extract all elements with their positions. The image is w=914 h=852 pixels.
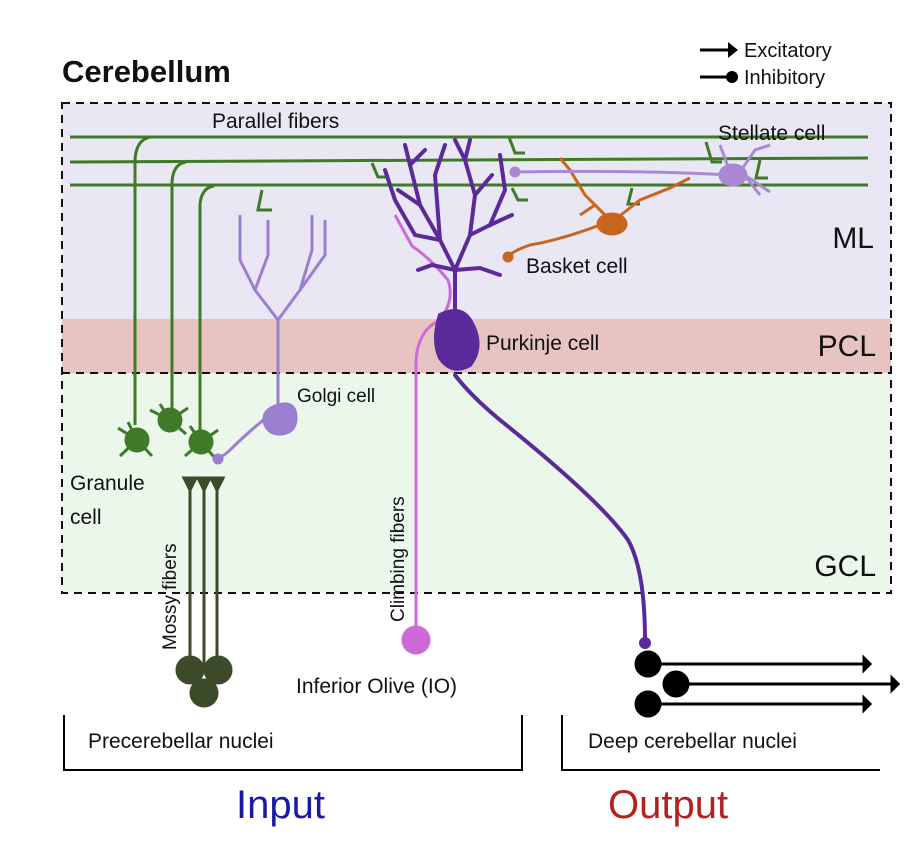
granule-axon bbox=[133, 135, 151, 425]
dcn-neuron bbox=[634, 650, 662, 678]
synapse-hook bbox=[256, 189, 272, 212]
nuclei-brackets bbox=[63, 715, 880, 771]
basket-cell bbox=[502, 157, 691, 263]
precerebellar-neuron bbox=[189, 678, 219, 708]
precerebellar-neuron bbox=[203, 655, 233, 685]
input-label: Input bbox=[236, 783, 325, 827]
precerebellar-nuclei-label: Precerebellar nuclei bbox=[88, 730, 274, 753]
excitatory-terminal bbox=[195, 476, 213, 494]
granule-cell-label-line1: Granule bbox=[70, 472, 145, 495]
output-terminal bbox=[890, 674, 901, 694]
output-terminal bbox=[862, 654, 873, 674]
mossy-fibers bbox=[175, 476, 233, 708]
granule-cell bbox=[117, 421, 154, 458]
climbing-fibers-label: Climbing fibers bbox=[388, 496, 409, 622]
stellate-cell bbox=[509, 143, 771, 196]
parallel-fibers-label: Parallel fibers bbox=[212, 110, 339, 133]
golgi-cell-label: Golgi cell bbox=[297, 386, 375, 407]
legend: Excitatory Inhibitory bbox=[700, 40, 832, 89]
synapse-hook bbox=[370, 162, 386, 179]
precerebellar-bracket bbox=[63, 715, 523, 771]
dcn-neuron bbox=[634, 690, 662, 718]
parallel-fiber bbox=[69, 156, 869, 164]
output-terminal bbox=[862, 694, 873, 714]
purkinje-cell-label: Purkinje cell bbox=[486, 332, 599, 355]
granule-cell bbox=[149, 403, 189, 436]
legend-excitatory-label: Excitatory bbox=[744, 40, 832, 62]
ml-layer-label: ML bbox=[832, 222, 874, 255]
granule-cell-label-line2: cell bbox=[70, 506, 102, 529]
precerebellar-neuron bbox=[175, 655, 205, 685]
deep-cerebellar-nuclei-label: Deep cerebellar nuclei bbox=[588, 730, 797, 753]
synapse-hook bbox=[754, 159, 768, 180]
pcl-layer-label: PCL bbox=[818, 330, 876, 363]
granule-cell bbox=[184, 425, 219, 459]
purkinje-cell bbox=[383, 138, 651, 649]
granule-cells bbox=[117, 403, 219, 459]
output-label: Output bbox=[608, 783, 728, 827]
granule-axons bbox=[133, 135, 215, 438]
climbing-fiber bbox=[393, 214, 452, 655]
deep-nuclei-bracket bbox=[561, 715, 880, 771]
synapse-hook bbox=[510, 187, 528, 202]
inferior-olive-label: Inferior Olive (IO) bbox=[296, 675, 457, 698]
stellate-cell-label: Stellate cell bbox=[718, 122, 825, 145]
synapse-hook bbox=[704, 141, 722, 164]
excitatory-legend-icon bbox=[728, 42, 738, 58]
golgi-cell bbox=[212, 215, 327, 465]
granule-axon bbox=[170, 160, 187, 412]
synapse-hook bbox=[507, 136, 525, 155]
deep-nuclei-neurons bbox=[634, 650, 901, 718]
dcn-neuron bbox=[662, 670, 690, 698]
gcl-layer-label: GCL bbox=[814, 550, 876, 583]
inhibitory-legend-icon bbox=[726, 71, 738, 83]
granule-axon bbox=[198, 184, 215, 438]
excitatory-terminal bbox=[208, 476, 226, 494]
basket-cell-label: Basket cell bbox=[526, 255, 628, 278]
excitatory-terminal bbox=[181, 476, 199, 494]
diagram-title: Cerebellum bbox=[62, 54, 231, 89]
inferior-olive-neuron bbox=[401, 625, 431, 655]
mossy-fibers-label: Mossy fibers bbox=[160, 543, 181, 650]
legend-inhibitory-label: Inhibitory bbox=[744, 67, 825, 89]
